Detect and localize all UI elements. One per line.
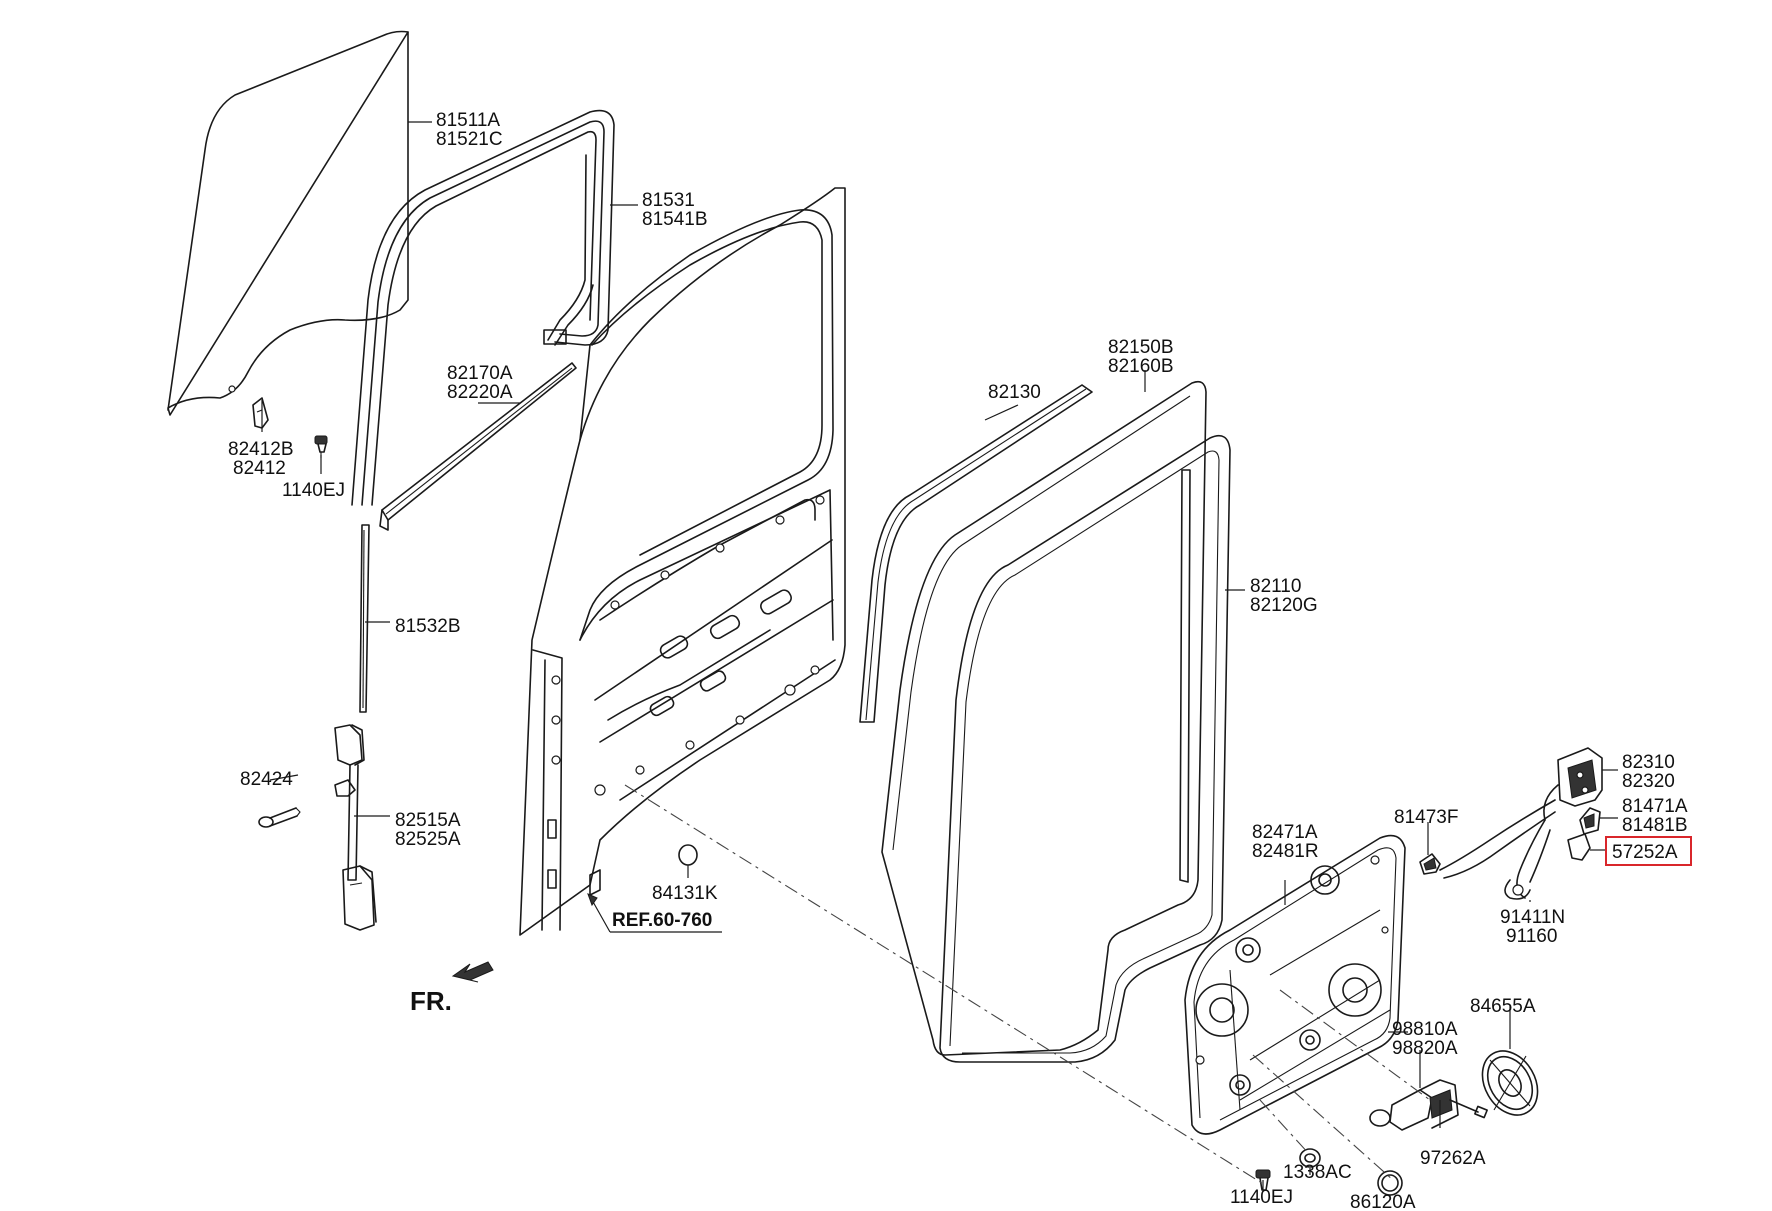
callout-81532b: 81532B [395, 616, 461, 637]
leader-lines [261, 121, 1618, 1200]
door-side-weatherstrip [859, 384, 1093, 723]
striker-57252a [1567, 833, 1591, 861]
callout-82160b: 82160B [1108, 356, 1174, 377]
glass-hole [228, 385, 236, 393]
callout-82481r: 82481R [1252, 841, 1319, 862]
callout-81521c: 81521C [436, 129, 503, 150]
screw-82424 [258, 807, 301, 828]
front-direction-arrow [451, 961, 494, 983]
callout-82320: 82320 [1622, 771, 1675, 792]
door-glass [167, 30, 409, 416]
door-panel [519, 187, 846, 936]
callout-1338ac: 1338AC [1283, 1162, 1352, 1183]
bolt-1140ej-bottom [1255, 1169, 1271, 1191]
callout-84131k: 84131K [652, 883, 718, 904]
callout-91411n: 91411N [1500, 907, 1565, 928]
callout-82471a: 82471A [1252, 822, 1318, 843]
window-regulator-rail [334, 724, 377, 931]
front-direction-label: FR. [410, 986, 452, 1016]
callout-81531: 81531 [642, 190, 695, 211]
callout-82412: 82412 [233, 458, 286, 479]
callout-98820a: 98820A [1392, 1038, 1458, 1059]
callout-82424: 82424 [240, 769, 293, 790]
callout-1140ej-bottom: 1140EJ [1230, 1187, 1293, 1208]
callout-81511a: 81511A [436, 110, 500, 131]
door-latch [1543, 747, 1603, 821]
body-side-weatherstrip [939, 434, 1231, 1063]
callout-91160: 91160 [1506, 926, 1557, 947]
callout-82130: 82130 [988, 382, 1041, 403]
callout-84655a: 84655A [1470, 996, 1536, 1017]
callout-labels: 81511A 81521C 81531 81541B 82170A 82220A… [228, 110, 1688, 1211]
bolt-1140ej-top [314, 435, 328, 458]
callout-82120g: 82120G [1250, 595, 1318, 616]
callout-ref: REF.60-760 [612, 910, 712, 931]
callout-81471a: 81471A [1622, 796, 1688, 817]
door-module-panel [1184, 834, 1406, 1135]
glass-run-channel [351, 109, 615, 506]
callout-82220a: 82220A [447, 382, 513, 403]
rear-lower-sash [359, 524, 370, 713]
latch-protector [1579, 807, 1601, 835]
callout-86120a: 86120A [1350, 1192, 1416, 1211]
callout-98810a: 98810A [1392, 1019, 1458, 1040]
callout-82170a: 82170A [447, 363, 513, 384]
inside-handle-81473f [1419, 853, 1441, 875]
callout-82310: 82310 [1622, 752, 1675, 773]
door-opening-weatherstrip [881, 380, 1207, 1056]
plug-84131k [678, 844, 698, 866]
speaker-84655a [1481, 1050, 1539, 1116]
grommet-1338ac [1299, 1148, 1321, 1168]
callout-57252a: 57252A [1612, 842, 1678, 863]
callout-81481b: 81481B [1622, 815, 1688, 836]
glass-holder-bracket [252, 397, 269, 429]
door-wiring [1439, 799, 1556, 900]
callout-82412b: 82412B [228, 439, 294, 460]
callout-82525a: 82525A [395, 829, 461, 850]
callout-81541b: 81541B [642, 209, 708, 230]
callout-82150b: 82150B [1108, 337, 1174, 358]
callout-82515a: 82515A [395, 810, 461, 831]
regulator-motor [1369, 1079, 1459, 1131]
belt-weatherstrip [379, 362, 577, 531]
assembly-dash-lines [624, 784, 1431, 1186]
callout-97262a: 97262A [1420, 1148, 1486, 1169]
callout-81473f: 81473F [1394, 807, 1458, 828]
highlight-57252a [1605, 836, 1692, 866]
callout-1140ej-top: 1140EJ [282, 480, 345, 501]
screw-97262a [1449, 1099, 1488, 1119]
callout-82110: 82110 [1250, 576, 1301, 597]
run-channel-end-piece [543, 329, 567, 345]
ref-arrow [587, 893, 611, 933]
